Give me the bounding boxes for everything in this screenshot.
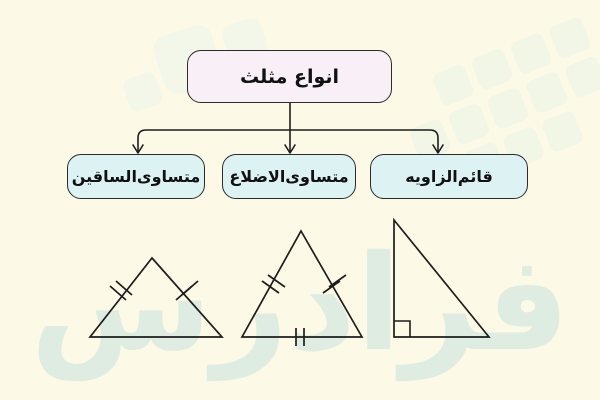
right-triangle-figure	[393, 217, 491, 338]
node-isosceles[interactable]: متساوی‌الساقین	[67, 154, 205, 199]
node-root-types-of-triangle[interactable]: انواع مثلث	[187, 50, 392, 103]
node-right-angled[interactable]: قائم‌الزاویه	[370, 154, 528, 199]
node-equilateral-label: متساوی‌الاضلاع	[229, 167, 349, 186]
node-equilateral[interactable]: متساوی‌الاضلاع	[222, 154, 356, 199]
node-root-label: انواع مثلث	[239, 65, 340, 88]
isosceles-triangle-figure	[88, 256, 224, 338]
equilateral-triangle-figure	[240, 229, 364, 346]
node-isosceles-label: متساوی‌الساقین	[71, 167, 201, 186]
node-right-angled-label: قائم‌الزاویه	[405, 167, 493, 186]
watermark-text: فرادرس	[30, 227, 570, 381]
